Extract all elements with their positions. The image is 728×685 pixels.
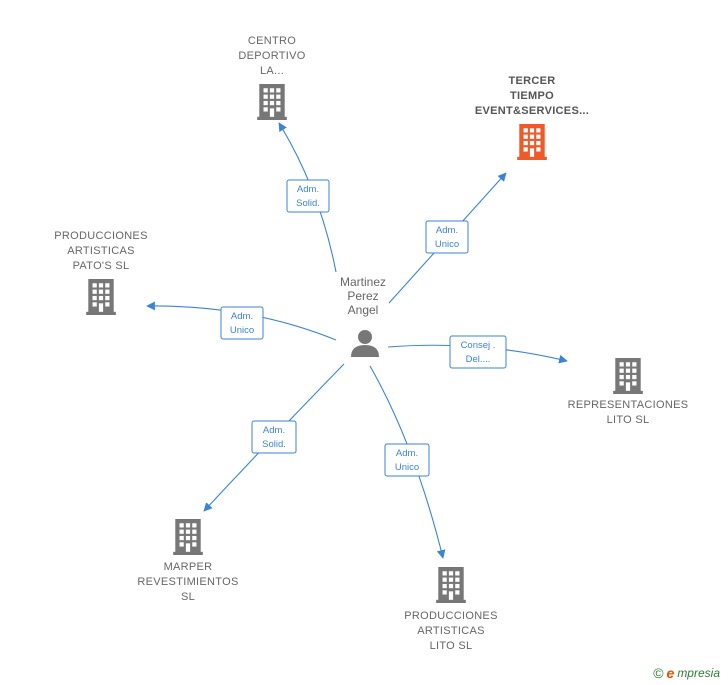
edge-label-text: Consej . bbox=[461, 340, 496, 351]
edge-label-text: Adm. bbox=[396, 448, 418, 459]
edge-label-box bbox=[425, 220, 469, 254]
edge-label-box bbox=[251, 420, 297, 454]
edge-label-box bbox=[286, 179, 330, 213]
edge-patos: Adm. Unico bbox=[146, 301, 337, 341]
company-name-line: TERCER bbox=[508, 75, 555, 87]
edge-role-label[interactable]: Adm. Unico bbox=[220, 306, 264, 340]
company-name-line: REPRESENTACIONES bbox=[568, 399, 689, 411]
building-icon bbox=[173, 519, 203, 555]
company-name-line: CENTRO bbox=[248, 35, 296, 47]
edge-label-text: Adm. bbox=[263, 425, 285, 436]
edge-label-text: Adm. bbox=[297, 184, 319, 195]
edge-label-text: Unico bbox=[435, 239, 459, 250]
edge-label-text: Adm. bbox=[231, 311, 253, 322]
building-icon bbox=[257, 84, 287, 120]
person-name-line: Perez bbox=[347, 289, 378, 303]
nodes-layer: CENTRO DEPORTIVO LA... TERCER TIEMPO EVENT&SE… bbox=[54, 35, 688, 652]
company-name-line: PATO'S SL bbox=[73, 260, 130, 272]
company-name-line: DEPORTIVO bbox=[238, 50, 305, 62]
copyright-icon: © bbox=[653, 665, 664, 681]
building-icon bbox=[436, 567, 466, 603]
company-name-line: ARTISTICAS bbox=[67, 245, 135, 257]
edge-label-text: Adm. bbox=[436, 225, 458, 236]
company-name-line: EVENT&SERVICES... bbox=[475, 105, 589, 117]
company-name-line: MARPER bbox=[164, 561, 213, 573]
building-icon bbox=[517, 124, 547, 160]
company-name-line: PRODUCCIONES bbox=[54, 230, 147, 242]
edge-role-label[interactable]: Adm. Solid. bbox=[251, 420, 297, 454]
edge-role-label[interactable]: Adm. Solid. bbox=[286, 179, 330, 213]
edge-label-text: Unico bbox=[230, 325, 254, 336]
company-name-line: LITO SL bbox=[430, 640, 473, 652]
company-name-line: TIEMPO bbox=[510, 90, 554, 102]
edge-label-box bbox=[220, 306, 264, 340]
edge-marper: Adm. Solid. bbox=[203, 363, 345, 512]
company-node-representaciones[interactable]: REPRESENTACIONES LITO SL bbox=[568, 358, 689, 426]
company-name-line: PRODUCCIONES bbox=[404, 610, 497, 622]
company-node-lito[interactable]: PRODUCCIONES ARTISTICAS LITO SL bbox=[404, 567, 497, 652]
edge-role-label[interactable]: Adm. Unico bbox=[425, 220, 469, 254]
person-icon bbox=[351, 330, 379, 357]
company-node-tercer[interactable]: TERCER TIEMPO EVENT&SERVICES... bbox=[475, 75, 589, 160]
edge-label-text: Unico bbox=[395, 462, 419, 473]
edge-role-label[interactable]: Adm. Unico bbox=[384, 443, 430, 477]
company-name-line: LITO SL bbox=[607, 414, 650, 426]
edge-lito: Adm. Unico bbox=[369, 365, 446, 559]
edge-representaciones: Consej . Del.... bbox=[387, 335, 568, 369]
empresia-logo-icon: e bbox=[666, 665, 675, 681]
company-name-line: LA... bbox=[260, 65, 284, 77]
company-node-marper[interactable]: MARPER REVESTIMIENTOS SL bbox=[137, 519, 238, 603]
person-name-line: Martinez bbox=[340, 275, 386, 289]
edge-label-text: Solid. bbox=[262, 439, 286, 450]
company-name-line: ARTISTICAS bbox=[417, 625, 485, 637]
company-node-patos[interactable]: PRODUCCIONES ARTISTICAS PATO'S SL bbox=[54, 230, 147, 315]
company-node-centro[interactable]: CENTRO DEPORTIVO LA... bbox=[238, 35, 305, 120]
edge-tercer: Adm. Unico bbox=[388, 172, 507, 304]
edge-role-label[interactable]: Consej . Del.... bbox=[449, 335, 507, 369]
company-name-line: SL bbox=[181, 591, 195, 603]
edge-label-box bbox=[384, 443, 430, 477]
person-name-line: Angel bbox=[348, 303, 379, 317]
building-icon bbox=[86, 279, 116, 315]
edge-label-text: Del.... bbox=[466, 354, 491, 365]
company-name-line: REVESTIMIENTOS bbox=[137, 576, 238, 588]
edge-centro: Adm. Solid. bbox=[278, 122, 337, 273]
empresia-brand-text: mpresia bbox=[677, 666, 720, 680]
edge-label-text: Solid. bbox=[296, 198, 320, 209]
edge-label-box bbox=[449, 335, 507, 369]
building-icon bbox=[613, 358, 643, 394]
